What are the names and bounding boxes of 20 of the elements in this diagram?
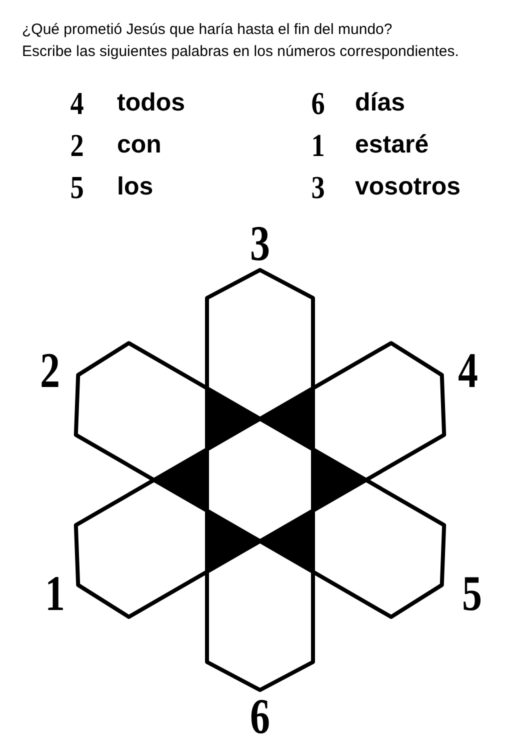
word: con: [117, 132, 162, 158]
word: días: [355, 90, 406, 116]
word-number: 1: [311, 129, 325, 161]
arm-number: 3: [250, 218, 270, 268]
arm-number: 1: [45, 568, 65, 618]
word-number: 2: [70, 129, 84, 161]
arm-number: 5: [462, 568, 482, 618]
word: los: [117, 174, 154, 200]
arm-number: 2: [40, 345, 60, 395]
arm-number: 6: [250, 691, 270, 740]
word-number: 5: [70, 171, 84, 203]
instruction-text: Escribe las siguientes palabras en los números correspondientes.: [22, 44, 459, 59]
word: vosotros: [355, 174, 461, 200]
instruction-text: ¿Qué prometió Jesús que haría hasta el fin del mundo?: [22, 22, 392, 37]
word: estaré: [355, 132, 429, 158]
word-number: 6: [311, 87, 325, 119]
arm-number: 4: [458, 345, 478, 395]
word-number: 3: [311, 171, 325, 203]
word: todos: [117, 90, 186, 116]
word-number: 4: [70, 87, 84, 119]
